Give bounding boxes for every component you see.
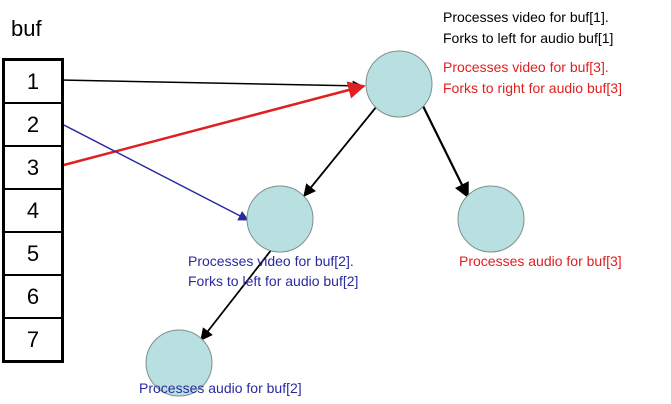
node-left <box>246 185 314 253</box>
buffer-cell-2: 2 <box>5 104 61 147</box>
right-label-red: Processes audio for buf[3] <box>459 253 622 269</box>
node-left-left <box>145 329 213 397</box>
left-label-blue-1: Processes video for buf[2]. <box>188 253 354 269</box>
buffer-cell-5: 5 <box>5 233 61 276</box>
left-label-blue-2: Forks to left for audio buf[2] <box>188 273 359 289</box>
root-label-black-1: Processes video for buf[1]. <box>443 9 609 25</box>
buffer-cell-1: 1 <box>5 61 61 104</box>
root-label-red-1: Processes video for buf[3]. <box>443 59 609 75</box>
buffer-title: buf <box>11 16 42 41</box>
root-label-black-2: Forks to left for audio buf[1] <box>443 30 614 46</box>
arrow-root-to-right <box>422 105 469 199</box>
buffer-array: 1 2 3 4 5 6 7 <box>2 58 64 363</box>
buffer-cell-3: 3 <box>5 147 61 190</box>
node-right <box>457 185 525 253</box>
buffer-cell-6: 6 <box>5 276 61 319</box>
root-label-red-2: Forks to right for audio buf[3] <box>443 80 622 96</box>
buffer-cell-4: 4 <box>5 190 61 233</box>
node-root <box>365 50 433 118</box>
arrow-buf3-to-root <box>59 81 366 168</box>
arrow-root-to-left <box>303 105 378 197</box>
arrow-buf2-to-left <box>59 122 249 221</box>
leftleft-label-blue: Processes audio for buf[2] <box>139 380 302 396</box>
buffer-cell-7: 7 <box>26 326 40 352</box>
arrow-buf1-to-root <box>59 79 364 92</box>
arrow-left-to-leftleft <box>200 248 273 341</box>
